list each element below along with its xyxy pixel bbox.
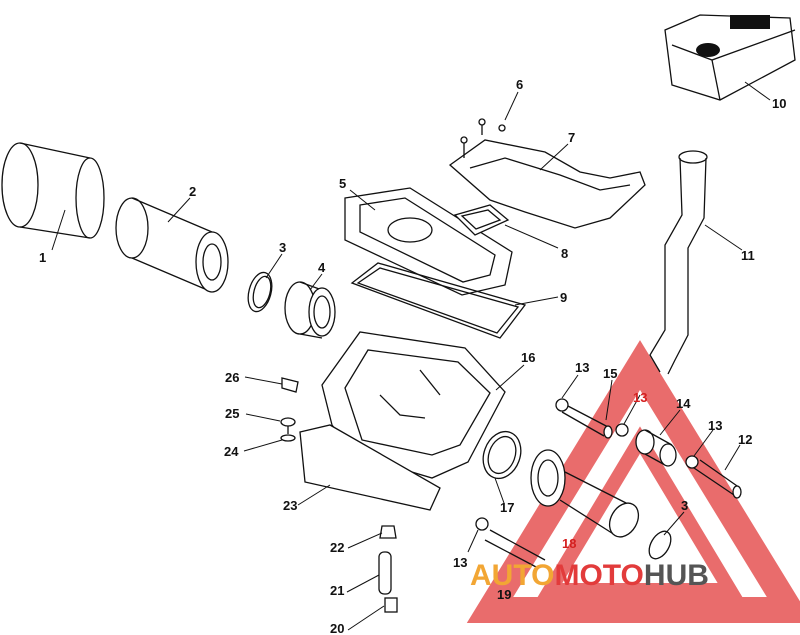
callout-13c: 13 [708, 418, 722, 433]
callout-18: 18 [562, 536, 576, 551]
part-4-adapter [284, 281, 336, 339]
callout-19: 19 [497, 587, 511, 602]
watermark-text-hub: HUB [644, 559, 709, 592]
part-14-connector [635, 429, 677, 467]
callout-1: 1 [39, 250, 46, 265]
callout-13b: 13 [633, 390, 647, 405]
part-21-hose [378, 551, 392, 595]
part-11-intake-tube [649, 150, 708, 375]
svg-text:AUTOMOTOHUB: AUTOMOTOHUB [470, 559, 709, 592]
callout-15: 15 [603, 366, 617, 381]
callout-3: 3 [279, 240, 286, 255]
part-25-bolt [280, 417, 296, 434]
part-5-airbox-frame [344, 187, 513, 296]
part-19-drain-tube [484, 529, 546, 569]
callout-9: 9 [560, 290, 567, 305]
callout-24: 24 [224, 444, 239, 459]
part-13-clamps [475, 398, 699, 531]
callout-16: 16 [521, 350, 535, 365]
part-6-screws [460, 118, 506, 158]
callout-3b: 3 [681, 498, 688, 513]
part-17-o-ring [482, 430, 522, 480]
callout-22: 22 [330, 540, 344, 555]
part-20-fitting [384, 597, 398, 613]
part-26-clip [281, 377, 299, 393]
watermark-text-auto: AUTO [470, 559, 554, 592]
watermark-logo [466, 340, 800, 623]
callout-13a: 13 [575, 360, 589, 375]
part-1-outer-filter [1, 142, 105, 239]
part-2-filter-element [115, 197, 229, 293]
part-22-plug [379, 525, 397, 539]
callout-6: 6 [516, 77, 523, 92]
watermark-text-moto: MOTO [554, 559, 643, 592]
callout-5: 5 [339, 176, 346, 191]
callout-25: 25 [225, 406, 239, 421]
callout-20: 20 [330, 621, 344, 635]
callout-2: 2 [189, 184, 196, 199]
watermark-wordmark: AUTOMOTOHUB [470, 559, 709, 592]
part-10-foam-block [664, 14, 796, 101]
part-15-tube [561, 404, 613, 439]
callout-26: 26 [225, 370, 239, 385]
part-18-boot [530, 449, 640, 538]
callout-13d: 13 [453, 555, 467, 570]
callout-7: 7 [568, 130, 575, 145]
part-8-gasket-block [453, 204, 510, 236]
callout-8: 8 [561, 246, 568, 261]
part-3b-clamp [648, 530, 672, 560]
part-12-pipe [693, 459, 742, 499]
part-9-seal [350, 262, 527, 339]
callout-23: 23 [283, 498, 297, 513]
callout-21: 21 [330, 583, 344, 598]
callout-10: 10 [772, 96, 786, 111]
part-3-clamp [247, 271, 273, 313]
callout-14: 14 [676, 396, 691, 411]
callout-11: 11 [741, 248, 755, 263]
leader-lines [51, 81, 771, 631]
callout-4: 4 [318, 260, 326, 275]
part-7-cover [448, 139, 646, 229]
callout-12: 12 [738, 432, 752, 447]
callout-17: 17 [500, 500, 514, 515]
part-24-washer [280, 434, 296, 442]
part-23-panel [299, 424, 441, 511]
callout-labels: 1 2 3 4 5 6 7 8 9 10 11 12 13 13 13 13 1… [39, 77, 786, 635]
